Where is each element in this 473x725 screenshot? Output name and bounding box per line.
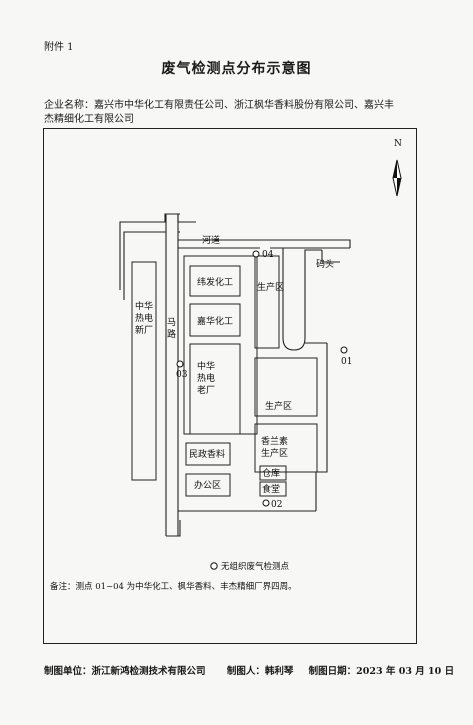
minzheng-label: 民政香料 — [189, 448, 225, 460]
thermal-new-label-2: 热电 — [135, 312, 153, 324]
minzheng-spice — [185, 442, 231, 466]
road-label-2: 路 — [167, 328, 176, 340]
production-area-mid — [254, 357, 318, 417]
thermal-old-plant — [189, 343, 241, 435]
production-area-top — [254, 255, 280, 349]
monitor-point-01-icon — [340, 346, 348, 354]
office-label: 办公区 — [194, 479, 221, 491]
monitor-point-03-icon — [176, 360, 184, 368]
dock-label: 码头 — [316, 259, 334, 270]
river-label: 河道 — [202, 234, 220, 246]
point-01-label: 01 — [341, 357, 352, 367]
production-top-label: 生产区 — [257, 281, 284, 293]
weifa-label: 纬发化工 — [197, 276, 233, 288]
company-names-line-1: 企业名称：嘉兴市中华化工有限责任公司、浙江枫华香料股份有限公司、嘉兴丰 — [44, 100, 394, 111]
warehouse — [259, 465, 287, 481]
weifa-chemical — [189, 265, 241, 297]
production-mid-label: 生产区 — [265, 400, 292, 412]
footer: 制图单位：浙江新鸿检测技术有限公司 制图人：韩利琴 制图日期：2023 年 03… — [44, 663, 454, 677]
xianglansu-production — [254, 423, 318, 473]
thermal-old-label-2: 热电 — [197, 372, 215, 384]
north-label: N — [394, 139, 402, 149]
xianglansu-label-1: 香兰素 — [261, 435, 288, 447]
thermal-old-label-1: 中华 — [197, 360, 215, 372]
legend-point-icon — [210, 562, 218, 570]
office-area — [185, 473, 231, 497]
monitor-point-02-icon — [262, 499, 270, 507]
thermal-new-label-3: 新厂 — [135, 324, 153, 336]
map-note: 备注：测点 01~04 为中华化工、枫华香料、丰杰精细厂界四周。 — [50, 581, 297, 592]
warehouse-label: 仓库 — [262, 467, 280, 479]
north-arrow-icon — [392, 159, 402, 197]
point-03-label: 03 — [176, 370, 188, 380]
buildings — [131, 255, 318, 497]
thermal-old-label-3: 老厂 — [197, 384, 215, 396]
canteen-label: 食堂 — [262, 483, 280, 495]
make-date: 制图日期：2023 年 03 月 10 日 — [308, 666, 455, 677]
thermal-new-label-1: 中华 — [135, 300, 153, 312]
company-names-line-2: 杰精细化工有限公司 — [44, 114, 134, 125]
attachment-label: 附件 1 — [44, 42, 74, 53]
jiahua-label: 嘉华化工 — [197, 315, 233, 327]
maker: 制图人：韩利琴 — [226, 666, 294, 677]
point-02-label: 02 — [271, 500, 282, 510]
canteen — [259, 481, 287, 497]
road-label-1: 马 — [167, 317, 176, 328]
page-title: 废气检测点分布示意图 — [161, 61, 312, 77]
maker-unit: 制图单位：浙江新鸿检测技术有限公司 — [44, 666, 206, 677]
jiahua-chemical — [189, 303, 241, 337]
legend-label: 无组织废气检测点 — [221, 561, 290, 572]
site-lines — [119, 213, 351, 537]
xianglansu-label-2: 生产区 — [261, 447, 288, 459]
map-frame — [43, 128, 417, 644]
point-04-label: 04 — [262, 250, 274, 260]
monitor-point-04-icon — [252, 250, 260, 258]
thermal-new-plant — [131, 261, 157, 481]
monitoring-points — [176, 250, 348, 570]
